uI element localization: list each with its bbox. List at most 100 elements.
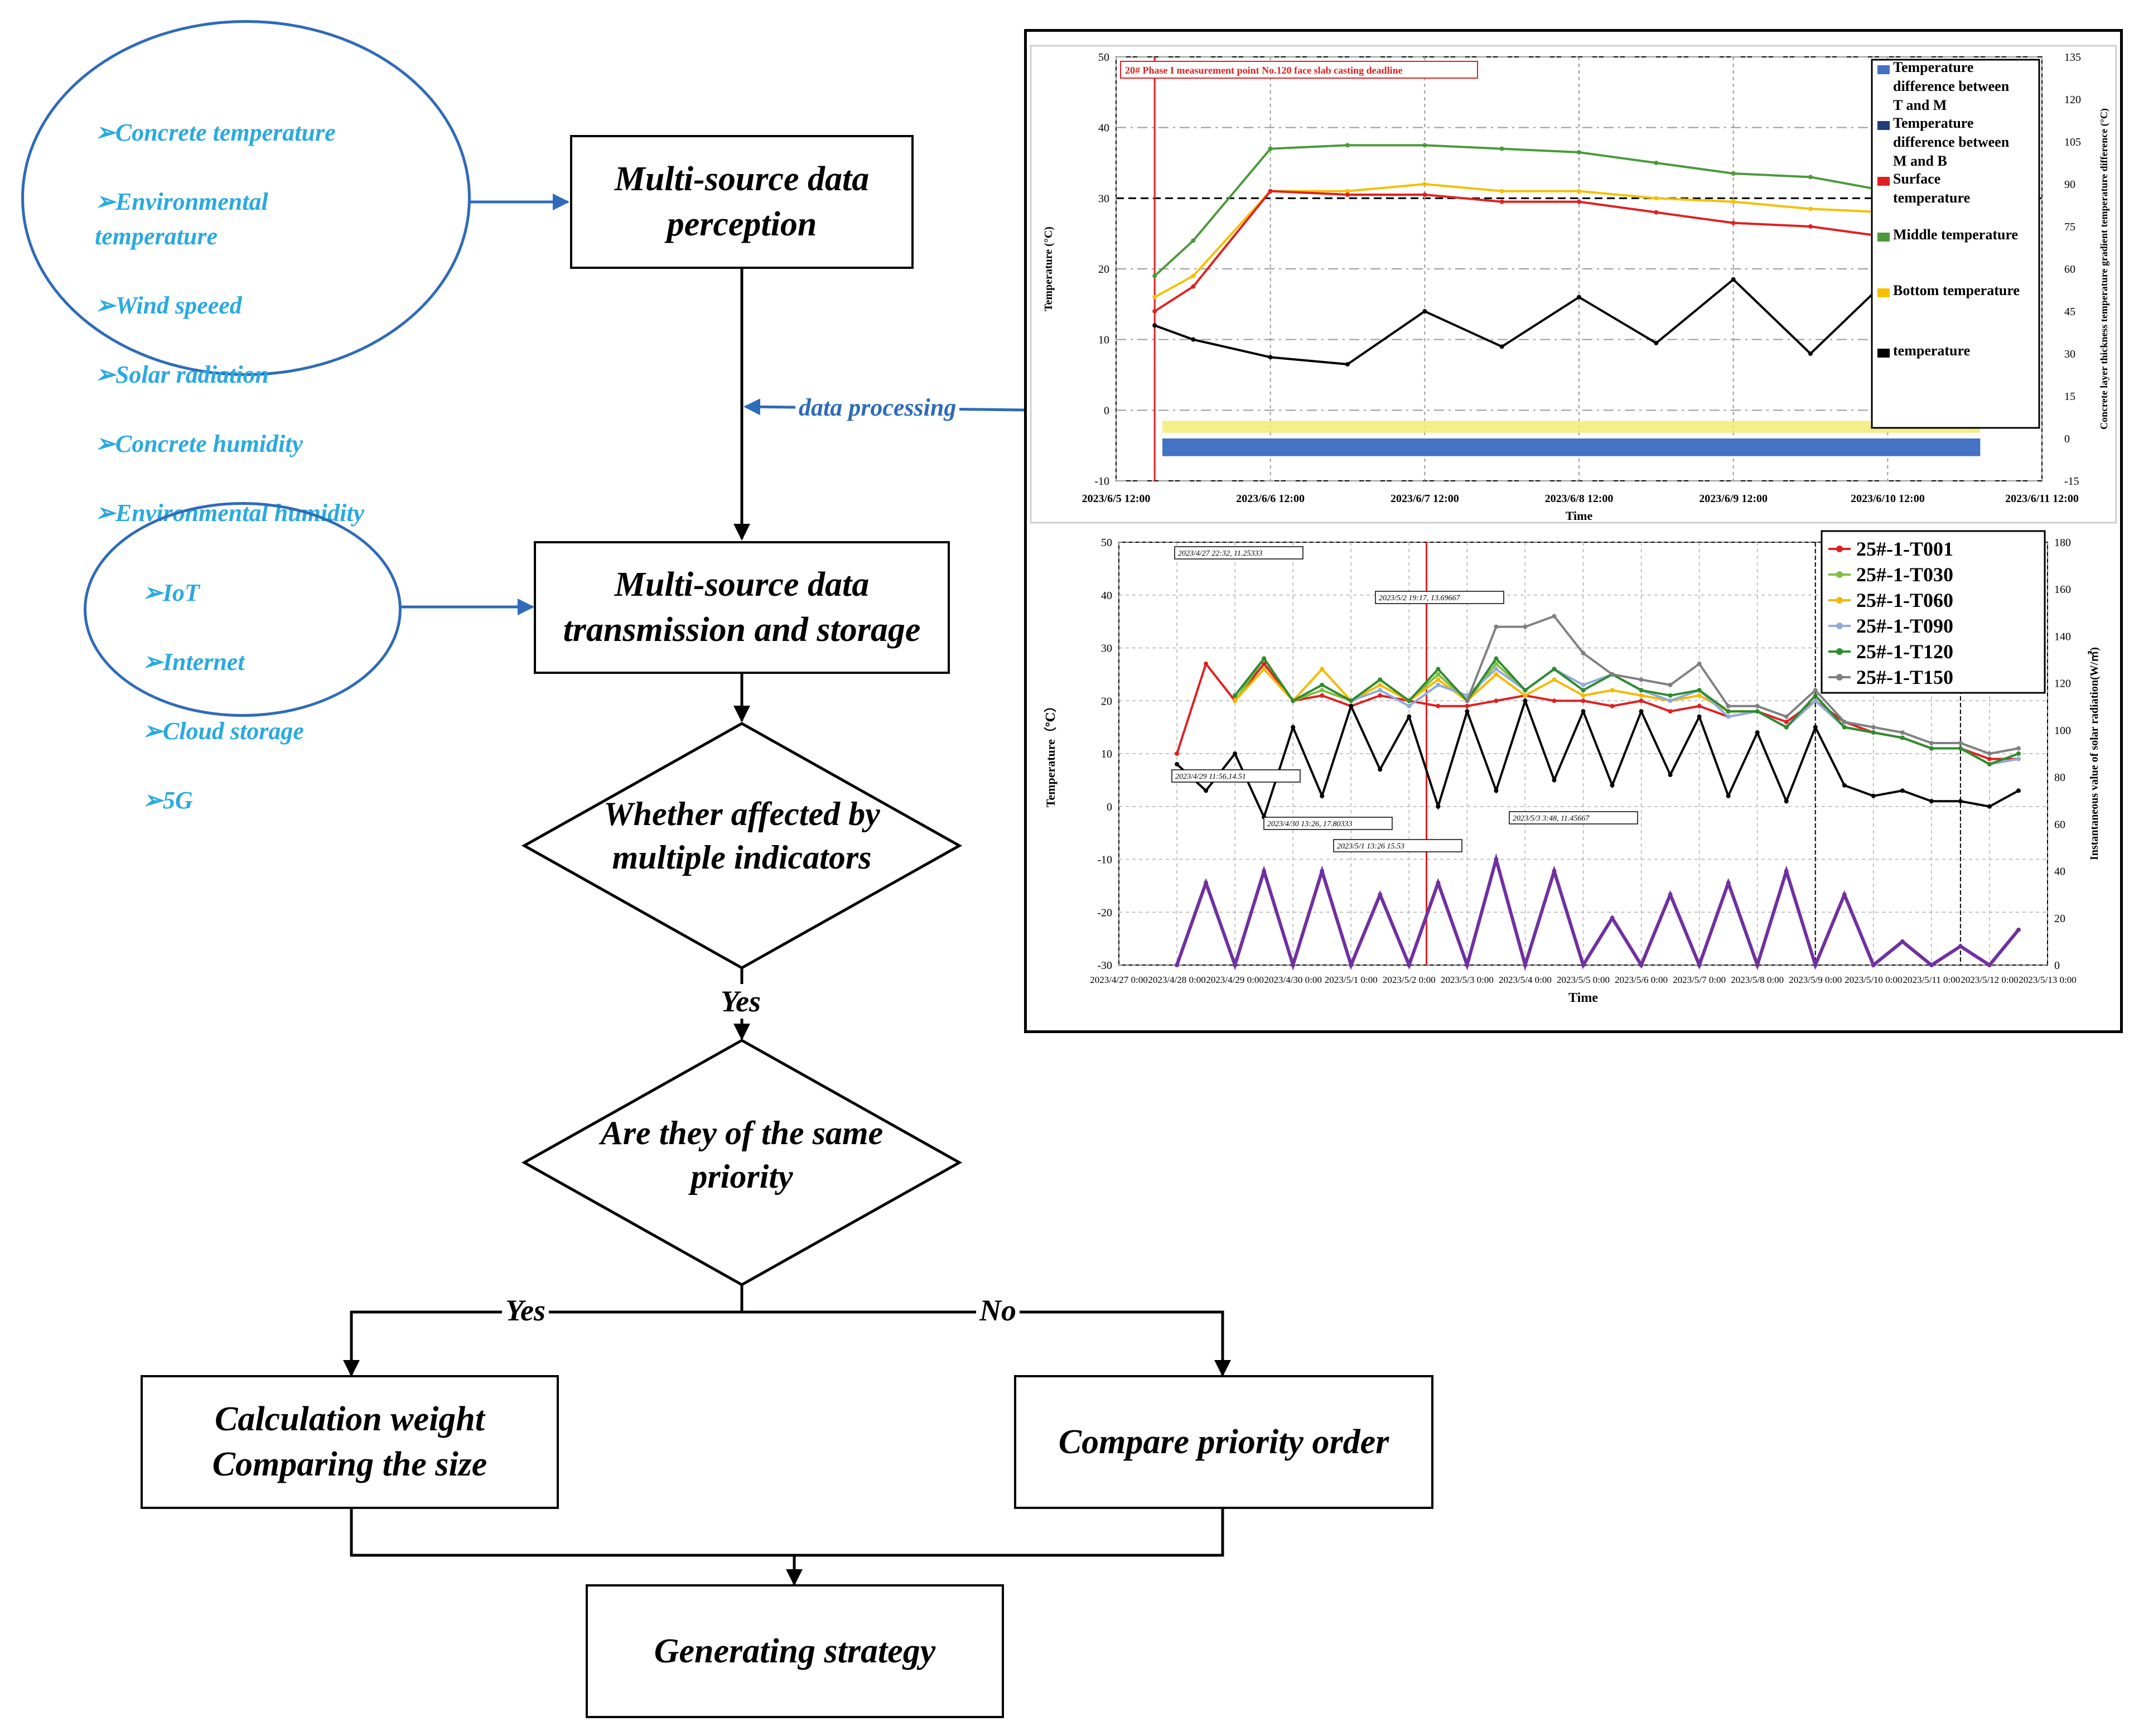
data-point <box>1581 963 1586 967</box>
x-tick-label: 2023/5/1 0:00 <box>1325 975 1378 985</box>
data-point <box>1233 693 1238 698</box>
data-point <box>1610 783 1615 788</box>
data-point <box>1345 192 1350 197</box>
y2-tick-label: 140 <box>2054 630 2071 643</box>
data-point <box>1204 788 1209 793</box>
x-tick-label: 2023/6/6 12:00 <box>1236 493 1305 505</box>
decision1-label-wrap: Whether affected by multiple indicators <box>558 792 926 879</box>
legend-label: 25#-1-T150 <box>1856 666 1953 688</box>
legend-swatch <box>1877 177 1890 186</box>
data-point <box>1755 709 1760 714</box>
sensor-item: ➢Concrete temperature <box>95 119 336 146</box>
no-label: No <box>976 1293 1020 1328</box>
x-tick-label: 2023/5/8 0:00 <box>1731 975 1784 985</box>
data-point <box>1233 698 1238 703</box>
y-tick-label: 0 <box>1107 801 1112 813</box>
data-point <box>1378 677 1383 682</box>
annotation-label: 2023/4/27 22:32, 11.25333 <box>1178 549 1262 558</box>
data-point <box>1523 693 1528 698</box>
data-point <box>1929 741 1934 746</box>
data-point <box>1407 963 1412 967</box>
data-point <box>1345 143 1350 148</box>
sensor-item: ➢Wind speeed <box>95 292 242 319</box>
data-point <box>2016 756 2021 761</box>
network-item: ➢5G <box>142 787 193 814</box>
y2-tick-label: 135 <box>2064 51 2081 64</box>
band-m-b <box>1162 421 1981 433</box>
y2-axis-title: Concrete layer thickness temperature gra… <box>2098 108 2110 430</box>
x-axis-title: Time <box>1568 991 1598 1005</box>
data-point <box>1191 284 1196 289</box>
data-point <box>1175 963 1180 967</box>
annotation-label: 2023/5/1 13:26 15.53 <box>1337 842 1404 851</box>
data-point <box>1494 857 1499 862</box>
x-axis-title: Time <box>1566 509 1593 523</box>
y2-tick-label: 80 <box>2054 771 2065 784</box>
data-point <box>1152 323 1157 328</box>
data-point <box>1808 206 1813 211</box>
data-point <box>1494 661 1499 666</box>
y-tick-label: 20 <box>1098 263 1109 276</box>
data-point <box>1320 688 1325 693</box>
data-point <box>1320 793 1325 798</box>
x-tick-label: 2023/6/11 12:00 <box>2005 493 2079 505</box>
data-point <box>1552 778 1557 783</box>
legend-label: M and B <box>1893 153 1947 169</box>
data-point <box>1731 199 1736 204</box>
sensor-sources-list: ➢Concrete temperature ➢Environmental tem… <box>95 81 452 565</box>
network-item: ➢IoT <box>142 579 200 606</box>
data-point <box>1499 189 1504 194</box>
sensor-item: ➢Concrete humidity <box>95 430 303 457</box>
y-tick-label: -10 <box>1094 475 1109 488</box>
decision2-label: Are they of the same priority <box>600 1115 883 1195</box>
data-point <box>1349 703 1354 708</box>
data-point <box>1813 963 1818 967</box>
y2-tick-label: -15 <box>2064 475 2079 488</box>
decision2-label-wrap: Are they of the same priority <box>558 1111 926 1198</box>
data-point <box>1813 693 1818 698</box>
data-point <box>1581 709 1586 714</box>
data-point <box>1755 730 1760 735</box>
legend-label: Temperature <box>1893 115 1973 131</box>
y2-tick-label: 120 <box>2054 678 2071 690</box>
legend-label: 25#-1-T030 <box>1856 563 1953 586</box>
data-point <box>1523 963 1528 967</box>
data-point <box>1291 725 1296 730</box>
data-point <box>1755 703 1760 708</box>
data-point <box>1152 273 1157 278</box>
data-point <box>1262 661 1267 666</box>
y-tick-label: 40 <box>1098 122 1109 134</box>
y-tick-label: -20 <box>1097 906 1112 919</box>
y2-tick-label: 0 <box>2064 433 2070 445</box>
data-point <box>1581 650 1586 655</box>
legend-label: Temperature <box>1893 59 1973 75</box>
annotation-box <box>1174 546 1303 560</box>
data-point <box>1726 714 1731 719</box>
data-point <box>1784 799 1789 804</box>
y2-tick-label: 160 <box>2054 584 2071 596</box>
data-point <box>2016 927 2021 932</box>
data-point <box>1233 963 1238 967</box>
y-tick-label: 10 <box>1101 748 1112 760</box>
data-point <box>1929 799 1934 804</box>
annotation-box <box>1120 61 1478 79</box>
legend-swatch <box>1877 288 1890 297</box>
y2-tick-label: 20 <box>2054 913 2065 925</box>
decision-diamond-1 <box>521 722 963 970</box>
data-point <box>1697 693 1702 698</box>
legend-label: 25#-1-T001 <box>1856 538 1953 560</box>
data-point <box>1929 746 1934 751</box>
y-tick-label: 50 <box>1101 537 1112 549</box>
x-tick-label: 2023/5/10 0:00 <box>1845 975 1902 985</box>
annotation-label: 2023/5/2 19:17, 13.69667 <box>1379 594 1460 602</box>
data-point <box>2016 746 2021 751</box>
data-point <box>1654 161 1659 165</box>
data-point <box>1639 688 1644 693</box>
x-tick-label: 2023/5/13 0:00 <box>2019 975 2076 985</box>
data-point <box>1726 880 1731 885</box>
series-line <box>1175 853 2020 971</box>
data-point <box>1499 344 1504 349</box>
data-point <box>1987 963 1992 967</box>
x-tick-label: 2023/6/8 12:00 <box>1545 493 1614 505</box>
x-tick-label: 2023/6/9 12:00 <box>1699 493 1768 505</box>
